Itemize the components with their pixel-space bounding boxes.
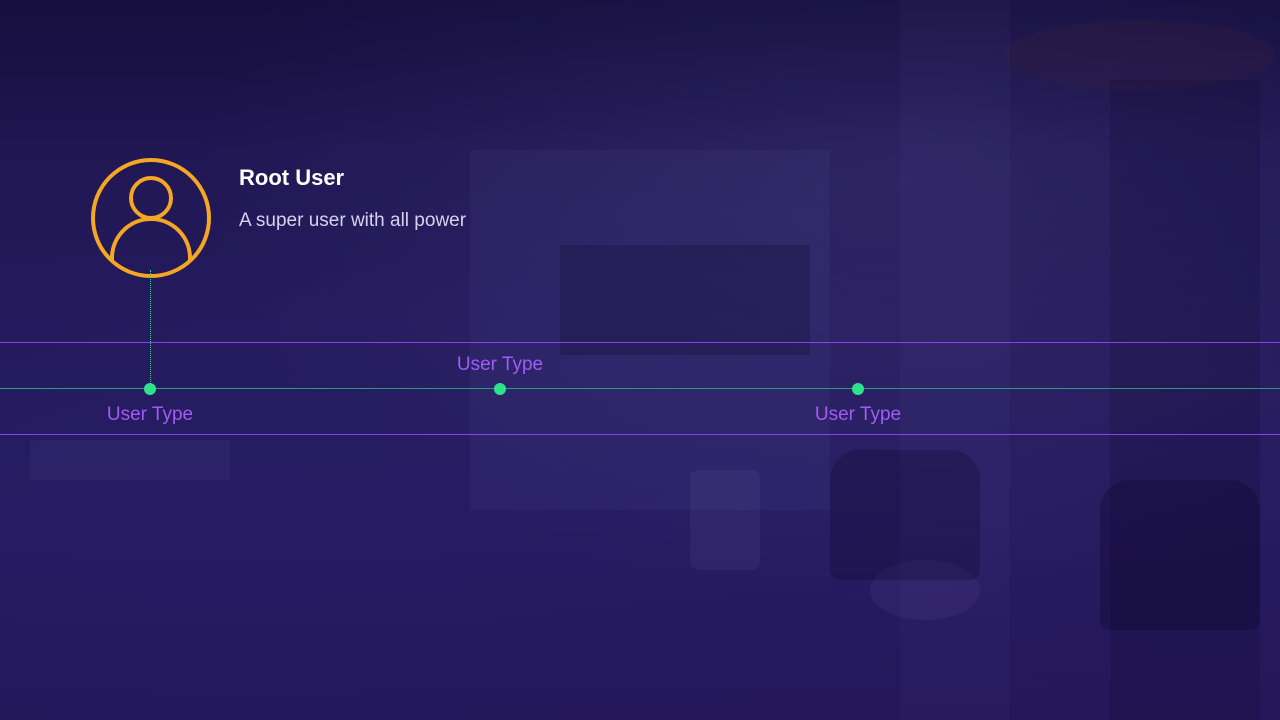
background-lamp [1005,20,1275,90]
card-description: A super user with all power [239,210,467,231]
background-counter [30,440,230,480]
background-ceiling [0,0,1280,150]
band-bottom-line [0,434,1280,435]
band-top-line [0,342,1280,343]
user-avatar-icon [90,157,212,279]
timeline-node[interactable] [494,383,506,395]
background-table [870,560,980,620]
background-floor [0,520,1280,720]
background-chair [830,450,980,580]
background-chair [1100,480,1260,630]
card-title: Root User [239,165,345,190]
timeline-node-label: User Type [106,404,194,425]
timeline-node-label: User Type [456,354,544,375]
background-wall [470,150,830,510]
background-table [690,470,760,570]
background-window [560,245,810,355]
timeline-axis [0,388,1280,389]
timeline-node[interactable] [144,383,156,395]
background-column [900,0,1010,720]
background-column [1110,80,1260,720]
timeline-node[interactable] [852,383,864,395]
timeline-node-label: User Type [814,404,902,425]
connector-line [150,270,151,388]
